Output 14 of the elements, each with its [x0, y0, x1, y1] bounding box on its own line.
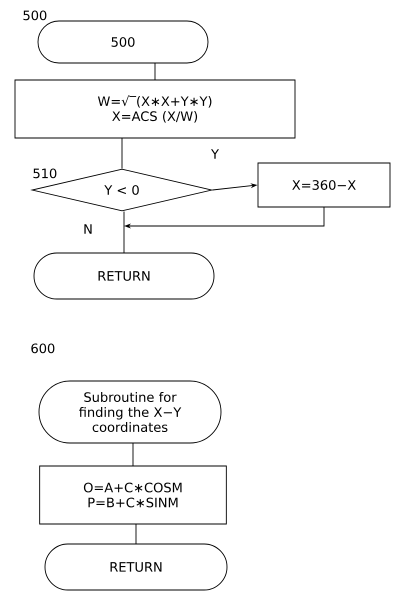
terminal-box: 500 [38, 20, 208, 64]
line-number: 600 [31, 343, 54, 354]
terminal-box: RETURN [44, 544, 228, 590]
terminal-box: RETURN [34, 252, 214, 300]
edge-label: Y [211, 149, 219, 159]
process-box: X=360−X [258, 162, 390, 208]
terminal-box: Subroutine for finding the X−Y coordinates [38, 380, 222, 444]
connector [154, 63, 156, 80]
process-box: O=A+C∗COSM P=B+C∗SINM [39, 466, 227, 524]
connector [132, 443, 134, 466]
line-number: 510 [33, 168, 56, 178]
edge-label: N [84, 224, 92, 234]
process-box: W=√‾(X∗X+Y∗Y) X=ACS (X/W) [14, 80, 296, 138]
line-number: 500 [23, 10, 46, 20]
